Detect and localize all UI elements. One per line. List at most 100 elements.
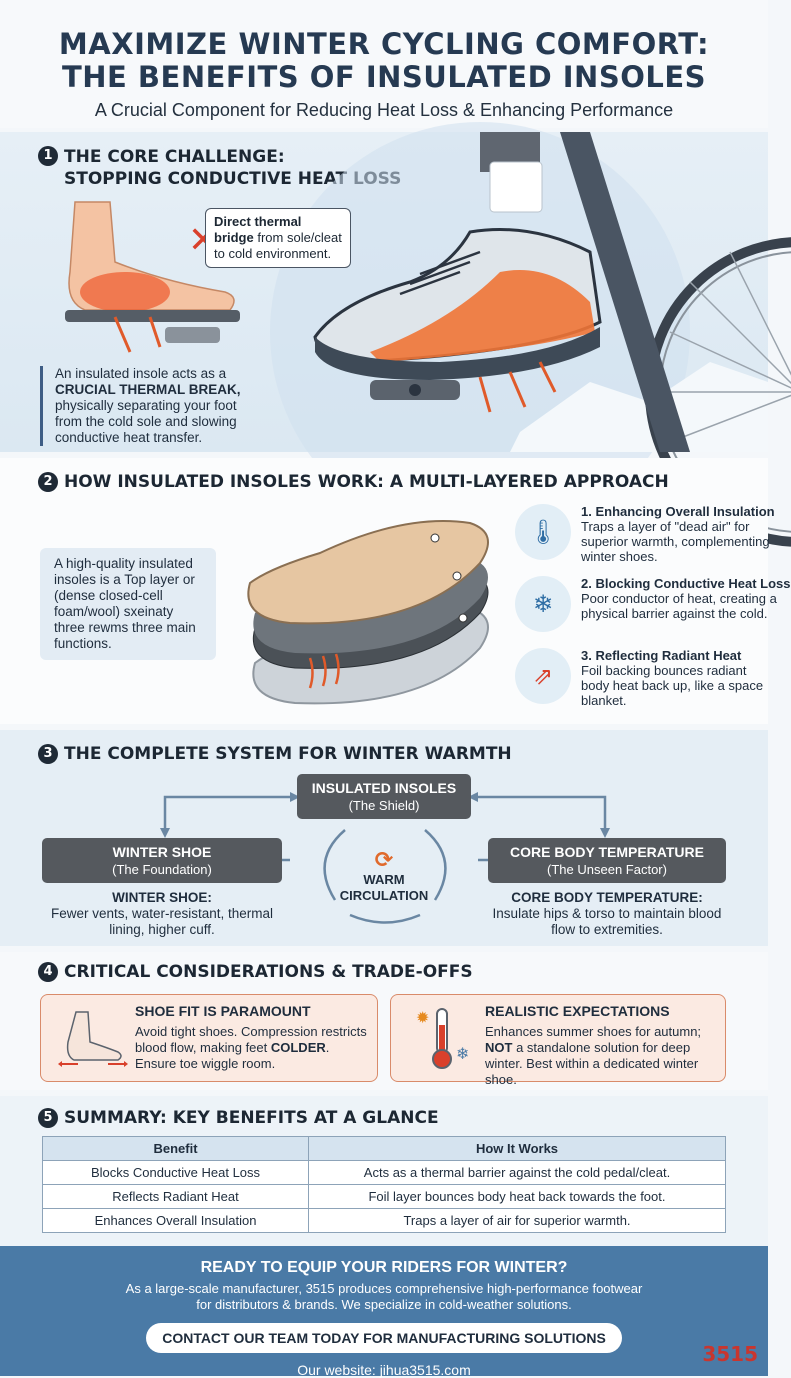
layered-insole-illustration [247,520,489,705]
feature-3-desc: Foil backing bounces radiant body heat b… [581,663,764,708]
title-line-2: THE BENEFITS OF INSULATED INSOLES [61,60,707,94]
section-core-challenge: 1 THE CORE CHALLENGE:STOPPING CONDUCTIVE… [0,122,791,547]
feature-2-desc: Poor conductor of heat, creating a physi… [581,591,777,621]
website-link[interactable]: Our website: jihua3515.com [297,1362,471,1378]
table-row: Enhances Overall Insulation Traps a laye… [42,1208,726,1233]
heat-arrows-icon: ⇗ [515,648,571,704]
insole-description-box: A high-quality insulated insoles is a To… [40,548,216,660]
section-number: 3 [38,744,58,764]
insoles-box-title: INSULATED INSOLES [311,780,457,796]
thermometer-sun-snow-icon: ✹ ❄ [401,1003,485,1073]
brand-logo: 3515 [702,1342,758,1366]
shoe-fit-desc-a: Avoid tight shoes. Compression restricts… [135,1024,367,1055]
thermometer-icon: 🌡 [515,504,571,560]
column-header: Benefit [42,1136,309,1161]
footer-desc-line-1: As a large-scale manufacturer, 3515 prod… [125,1281,643,1296]
section-4-title-text: CRITICAL CONSIDERATIONS & TRADE-OFFS [64,962,473,982]
core-temp-desc-title: CORE BODY TEMPERATURE: [511,890,703,905]
column-header: How It Works [308,1136,726,1161]
section-2-title: 2 HOW INSULATED INSOLES WORK: A MULTI-LA… [38,472,669,492]
winter-shoe-desc-text: Fewer vents, water-resistant, thermal li… [50,906,274,937]
page-title: MAXIMIZE WINTER CYCLING COMFORT: THE BEN… [0,0,768,94]
benefits-table: Benefit How It Works Blocks Conductive H… [42,1136,726,1233]
table-cell: Blocks Conductive Heat Loss [42,1160,309,1185]
footer-heading: READY TO EQUIP YOUR RIDERS FOR WINTER? [200,1259,568,1276]
core-temp-box-sub: (The Unseen Factor) [547,862,667,877]
expectations-desc-bold: NOT [485,1040,513,1055]
thermal-break-text-b: physically separating your foot from the… [55,398,237,445]
warm-circulation: ⟳ WARM CIRCULATION [322,848,446,904]
section-number: 2 [38,472,58,492]
callout-bold: Direct thermal bridge [214,214,302,245]
feature-3-title: 3. Reflecting Radiant Heat [581,648,742,663]
winter-shoe-desc-title: WINTER SHOE: [112,890,212,905]
thermal-break-text-a: An insulated insole acts as a [55,366,227,381]
section-1-title-line-1: THE CORE CHALLENGE: [64,147,285,167]
table-cell: Foil layer bounces body heat back toward… [308,1184,726,1209]
table-header-row: Benefit How It Works [42,1136,726,1161]
core-temp-desc-text: Insulate hips & torso to maintain blood … [492,906,722,937]
table-row: Reflects Radiant Heat Foil layer bounces… [42,1184,726,1209]
realistic-expectations-desc: Enhances summer shoes for autumn; NOT a … [485,1024,715,1088]
section-number: 5 [38,1108,58,1128]
section-how-it-works: 2 HOW INSULATED INSOLES WORK: A MULTI-LA… [0,458,791,724]
insulated-insoles-box: INSULATED INSOLES (The Shield) [297,774,471,819]
thermal-break-text: An insulated insole acts as a CRUCIAL TH… [40,366,260,446]
footer-description: As a large-scale manufacturer, 3515 prod… [0,1281,768,1313]
cycling-shoe-illustration [313,228,602,413]
section-considerations: 4 CRITICAL CONSIDERATIONS & TRADE-OFFS S… [0,952,768,1090]
title-line-1: MAXIMIZE WINTER CYCLING COMFORT: [58,27,710,61]
table-cell: Enhances Overall Insulation [42,1208,309,1233]
realistic-expectations-title: REALISTIC EXPECTATIONS [485,1003,670,1019]
winter-shoe-box: WINTER SHOE (The Foundation) [42,838,282,883]
section-number: 4 [38,962,58,982]
footer-cta: READY TO EQUIP YOUR RIDERS FOR WINTER? A… [0,1246,768,1378]
section-1-title: 1 THE CORE CHALLENGE:STOPPING CONDUCTIVE… [38,146,401,190]
section-3-title: 3 THE COMPLETE SYSTEM FOR WINTER WARMTH [38,744,512,764]
shoe-fit-title: SHOE FIT IS PARAMOUNT [135,1003,311,1019]
feature-1-title: 1. Enhancing Overall Insulation [581,504,775,519]
feature-2-title: 2. Blocking Conductive Heat Loss [581,576,791,591]
svg-text:✹: ✹ [416,1010,429,1027]
insoles-box-sub: (The Shield) [348,798,420,813]
section-complete-system: 3 THE COMPLETE SYSTEM FOR WINTER WARMTH … [0,730,768,946]
contact-team-button[interactable]: CONTACT OUR TEAM TODAY FOR MANUFACTURING… [146,1323,622,1353]
shoe-fit-desc: Avoid tight shoes. Compression restricts… [135,1024,367,1072]
page-subtitle: A Crucial Component for Reducing Heat Lo… [94,100,674,120]
core-temp-desc: CORE BODY TEMPERATURE: Insulate hips & t… [488,890,726,938]
thermal-break-text-bold: CRUCIAL THERMAL BREAK, [55,382,241,397]
warm-circulation-label: WARM CIRCULATION [339,872,429,903]
thermal-bridge-callout: Direct thermal bridge from sole/cleat to… [205,208,351,268]
section-5-title-text: SUMMARY: KEY BENEFITS AT A GLANCE [64,1108,439,1128]
section-3-title-text: THE COMPLETE SYSTEM FOR WINTER WARMTH [64,744,512,764]
winter-shoe-box-sub: (The Foundation) [112,862,212,877]
callout-text: from sole/cleat to cold environment. [214,230,342,261]
table-cell: Acts as a thermal barrier against the co… [308,1160,726,1185]
foot-illustration [65,201,240,353]
table-row: Blocks Conductive Heat Loss Acts as a th… [42,1160,726,1185]
winter-shoe-desc: WINTER SHOE: Fewer vents, water-resistan… [42,890,282,938]
shoe-fit-card: SHOE FIT IS PARAMOUNT Avoid tight shoes.… [40,994,378,1082]
section-4-title: 4 CRITICAL CONSIDERATIONS & TRADE-OFFS [38,962,473,982]
shoe-fit-desc-b: . Ensure toe wiggle room. [135,1040,330,1071]
winter-shoe-box-title: WINTER SHOE [112,844,212,860]
shield-snowflake-icon: ❄ [515,576,571,632]
expectations-desc-b: a standalone solution for deep winter. B… [485,1040,699,1087]
section-summary: 5 SUMMARY: KEY BENEFITS AT A GLANCE Bene… [0,1096,768,1246]
table-cell: Reflects Radiant Heat [42,1184,309,1209]
core-temp-box-title: CORE BODY TEMPERATURE [510,844,704,860]
svg-text:❄: ❄ [456,1046,469,1063]
shoe-fit-desc-bold: COLDER [270,1040,326,1055]
table-cell: Traps a layer of air for superior warmth… [308,1208,726,1233]
core-body-temp-box: CORE BODY TEMPERATURE (The Unseen Factor… [488,838,726,883]
realistic-expectations-card: ✹ ❄ REALISTIC EXPECTATIONS Enhances summ… [390,994,726,1087]
section-number: 1 [38,146,58,166]
foot-compression-icon [51,1003,135,1073]
section-5-title: 5 SUMMARY: KEY BENEFITS AT A GLANCE [38,1108,439,1128]
footer-desc-line-2: for distributors & brands. We specialize… [196,1297,572,1312]
cycle-arrows-icon: ⟳ [374,847,394,872]
expectations-desc-a: Enhances summer shoes for autumn; [485,1024,702,1039]
